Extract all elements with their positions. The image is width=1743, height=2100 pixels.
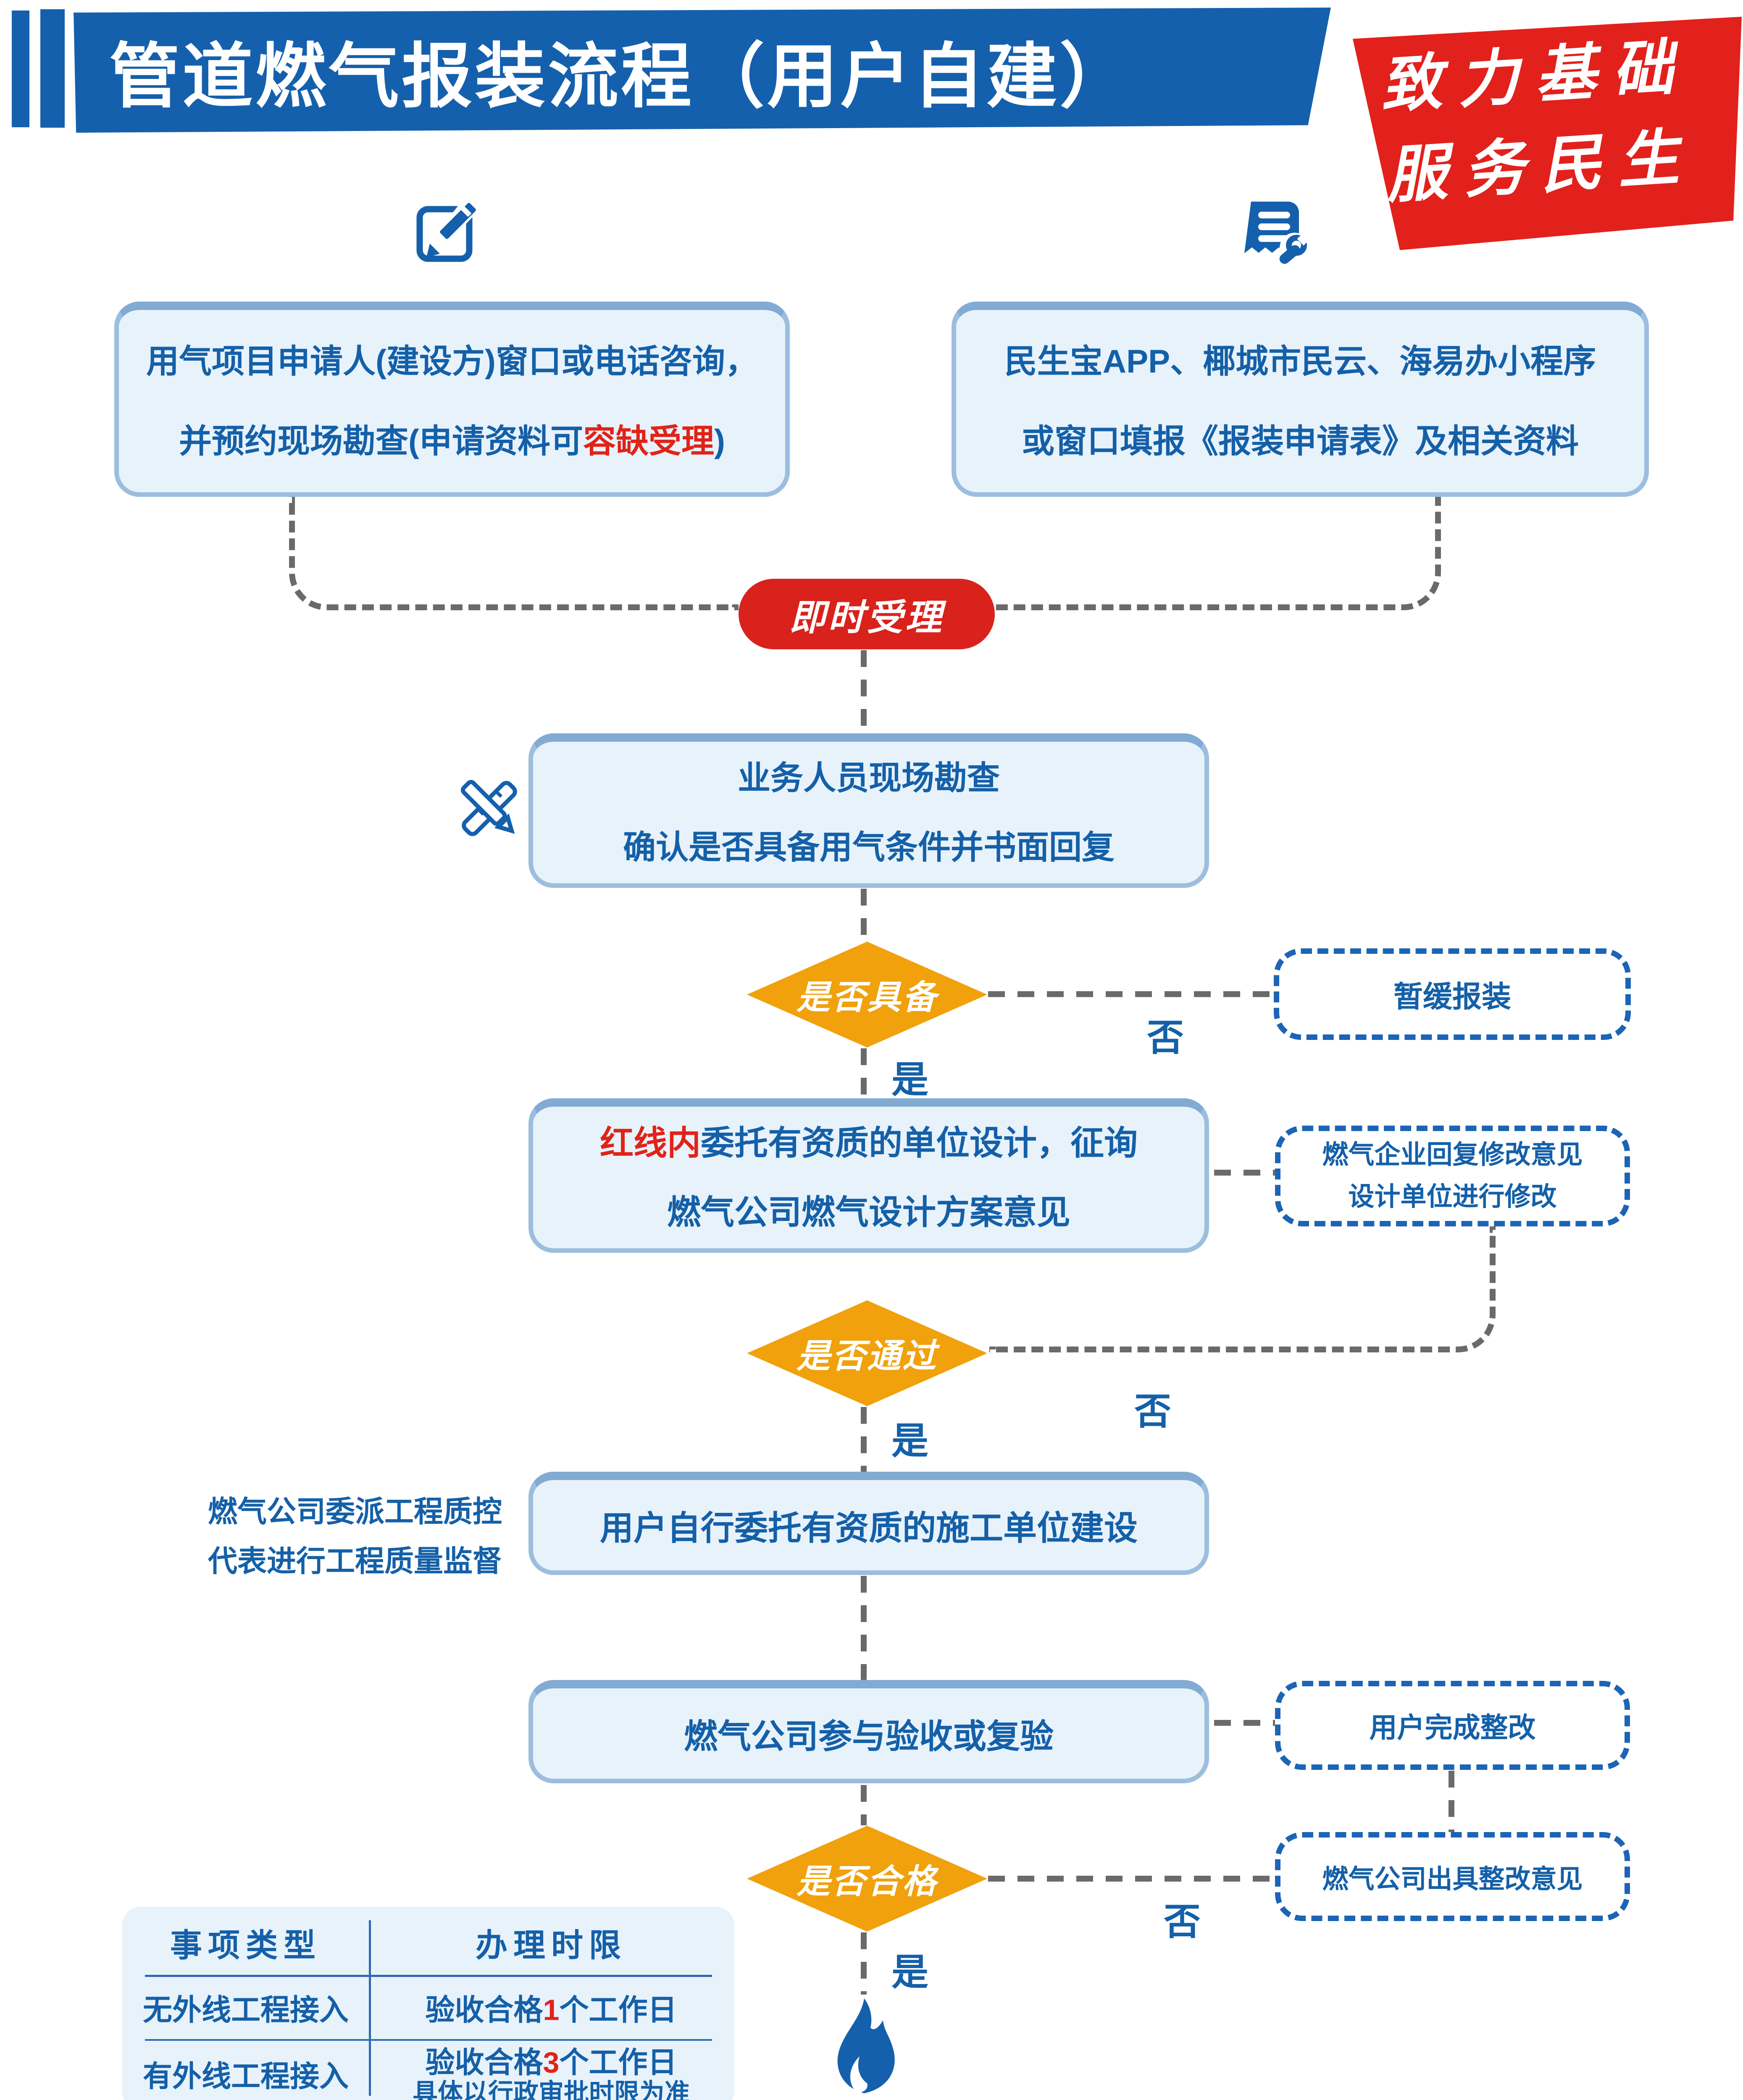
connector-accept-to-survey <box>861 650 867 733</box>
box-construction: 用户自行委托有资质的施工单位建设 <box>528 1472 1209 1575</box>
label-yes-3: 是 <box>891 1951 929 1993</box>
box-apply-online: 民生宝APP、椰城市民云、海易办小程序 或窗口填报《报装申请表》及相关资料 <box>952 302 1649 497</box>
table-header-time: 办理时限 <box>476 1928 627 1964</box>
connector-design-to-feedback <box>1214 1170 1275 1176</box>
connector-construction-to-inspection <box>861 1576 867 1680</box>
flame-icon <box>821 1996 913 2099</box>
connector-decision2-yes <box>861 1407 867 1472</box>
table-vertical-divider <box>369 1920 371 2096</box>
supervision-line2: 代表进行工程质量监督 <box>208 1545 502 1578</box>
apply-offline-line2-suffix: ) <box>714 423 725 459</box>
label-supervision: 燃气公司委派工程质控 代表进行工程质量监督 <box>191 1487 519 1586</box>
connector-feedback-to-decision2 <box>989 1226 1496 1352</box>
box-suspend: 暂缓报装 <box>1274 948 1631 1040</box>
apply-online-line1: 民生宝APP、椰城市民云、海易办小程序 <box>1004 343 1596 380</box>
survey-line2: 确认是否具备用气条件并书面回复 <box>623 828 1115 866</box>
survey-tools-icon <box>456 775 523 844</box>
edit-pencil-icon <box>414 197 483 268</box>
connector-inspection-to-decision3 <box>861 1785 867 1825</box>
apply-online-line2: 或窗口填报《报装申请表》及相关资料 <box>1021 423 1579 459</box>
apply-offline-line2-red: 容缺受理 <box>583 423 715 459</box>
table-row-divider-1 <box>145 1975 712 1977</box>
row1-time-suffix: 个工作日 <box>559 1993 677 2026</box>
table-row2-type: 有外线工程接入 <box>143 2060 349 2093</box>
apply-offline-line2: 并预约现场勘查(申请资料可容缺受理) <box>179 401 725 481</box>
apply-offline-line1: 用气项目申请人(建设方)窗口或电话咨询， <box>146 343 758 380</box>
header-stripe-thin <box>12 10 29 127</box>
design-line1-rest: 委托有资质的单位设计，征询 <box>701 1124 1138 1162</box>
supervision-line1: 燃气公司委派工程质控 <box>208 1495 502 1528</box>
connector-inspection-to-rectify <box>1214 1720 1275 1726</box>
row2-time-num: 3 <box>543 2046 560 2079</box>
row2-time-suffix: 个工作日 <box>559 2046 677 2079</box>
connector-survey-to-decision1 <box>861 889 867 942</box>
box-rectify-done: 用户完成整改 <box>1275 1681 1630 1770</box>
table-header-type: 事项类型 <box>170 1928 321 1964</box>
box-apply-offline: 用气项目申请人(建设方)窗口或电话咨询， 并预约现场勘查(申请资料可容缺受理) <box>114 302 790 497</box>
table-row1-type: 无外线工程接入 <box>143 1993 349 2026</box>
row1-time-prefix: 验收合格 <box>425 1993 543 2026</box>
slogan-text: 致力基础 服务民生 <box>1353 19 1724 222</box>
design-redline-label: 红线内 <box>600 1124 701 1162</box>
label-no-2: 否 <box>1134 1391 1172 1432</box>
title-banner: 管道燃气报装流程（用户自建） <box>74 8 1331 133</box>
design-line1: 红线内委托有资质的单位设计，征询 <box>600 1108 1138 1178</box>
design-feedback-line2: 设计单位进行修改 <box>1348 1182 1557 1211</box>
label-no-1: 否 <box>1147 1017 1184 1058</box>
row2-time-prefix: 验收合格 <box>425 2046 543 2079</box>
connector-decision1-yes <box>861 1048 867 1099</box>
decision-approved: 是否通过 <box>747 1300 987 1406</box>
row1-time-num: 1 <box>543 1993 560 2026</box>
decision-passed: 是否合格 <box>747 1826 987 1932</box>
label-yes-1: 是 <box>891 1059 929 1100</box>
survey-line1: 业务人员现场勘查 <box>737 759 1000 796</box>
apply-offline-line2-bold: 申请资料可 <box>419 423 583 459</box>
box-rectify-opinion: 燃气公司出具整改意见 <box>1275 1832 1630 1921</box>
table-row2-time: 验收合格3个工作日 <box>426 2039 677 2082</box>
connector-left-to-accept <box>289 497 739 610</box>
time-limit-table: 事项类型 办理时限 无外线工程接入 验收合格1个工作日 有外线工程接入 验收合格… <box>122 1907 734 2100</box>
node-instant-accept: 即时受理 <box>739 579 995 649</box>
connector-rectifydone-to-opinion <box>1449 1771 1454 1832</box>
label-no-3: 否 <box>1164 1901 1201 1942</box>
connector-decision3-yes <box>861 1932 867 1995</box>
design-feedback-line1: 燃气企业回复修改意见 <box>1322 1140 1583 1169</box>
table-row2-note: 具体以行政审批时限为准 <box>413 2079 690 2100</box>
decision-qualified: 是否具备 <box>747 942 987 1047</box>
form-wrench-icon <box>1239 194 1315 272</box>
label-yes-2: 是 <box>891 1420 929 1462</box>
design-line2: 燃气公司燃气设计方案意见 <box>667 1193 1070 1231</box>
table-row-divider-2 <box>145 2039 712 2041</box>
connector-decision3-no <box>988 1876 1274 1882</box>
header-stripe-thick <box>40 9 65 128</box>
page-title: 管道燃气报装流程（用户自建） <box>109 37 1133 116</box>
connector-right-to-accept <box>995 497 1441 610</box>
box-survey: 业务人员现场勘查 确认是否具备用气条件并书面回复 <box>528 733 1209 888</box>
box-inspection: 燃气公司参与验收或复验 <box>528 1680 1209 1783</box>
apply-offline-line2-prefix: 并预约现场勘查( <box>179 423 419 459</box>
box-design: 红线内委托有资质的单位设计，征询 燃气公司燃气设计方案意见 <box>528 1098 1209 1253</box>
table-row1-time: 验收合格1个工作日 <box>426 1987 677 2029</box>
slogan-ribbon: 致力基础 服务民生 <box>1353 16 1742 250</box>
box-design-feedback: 燃气企业回复修改意见 设计单位进行修改 <box>1275 1126 1630 1226</box>
connector-decision1-no <box>988 991 1273 997</box>
